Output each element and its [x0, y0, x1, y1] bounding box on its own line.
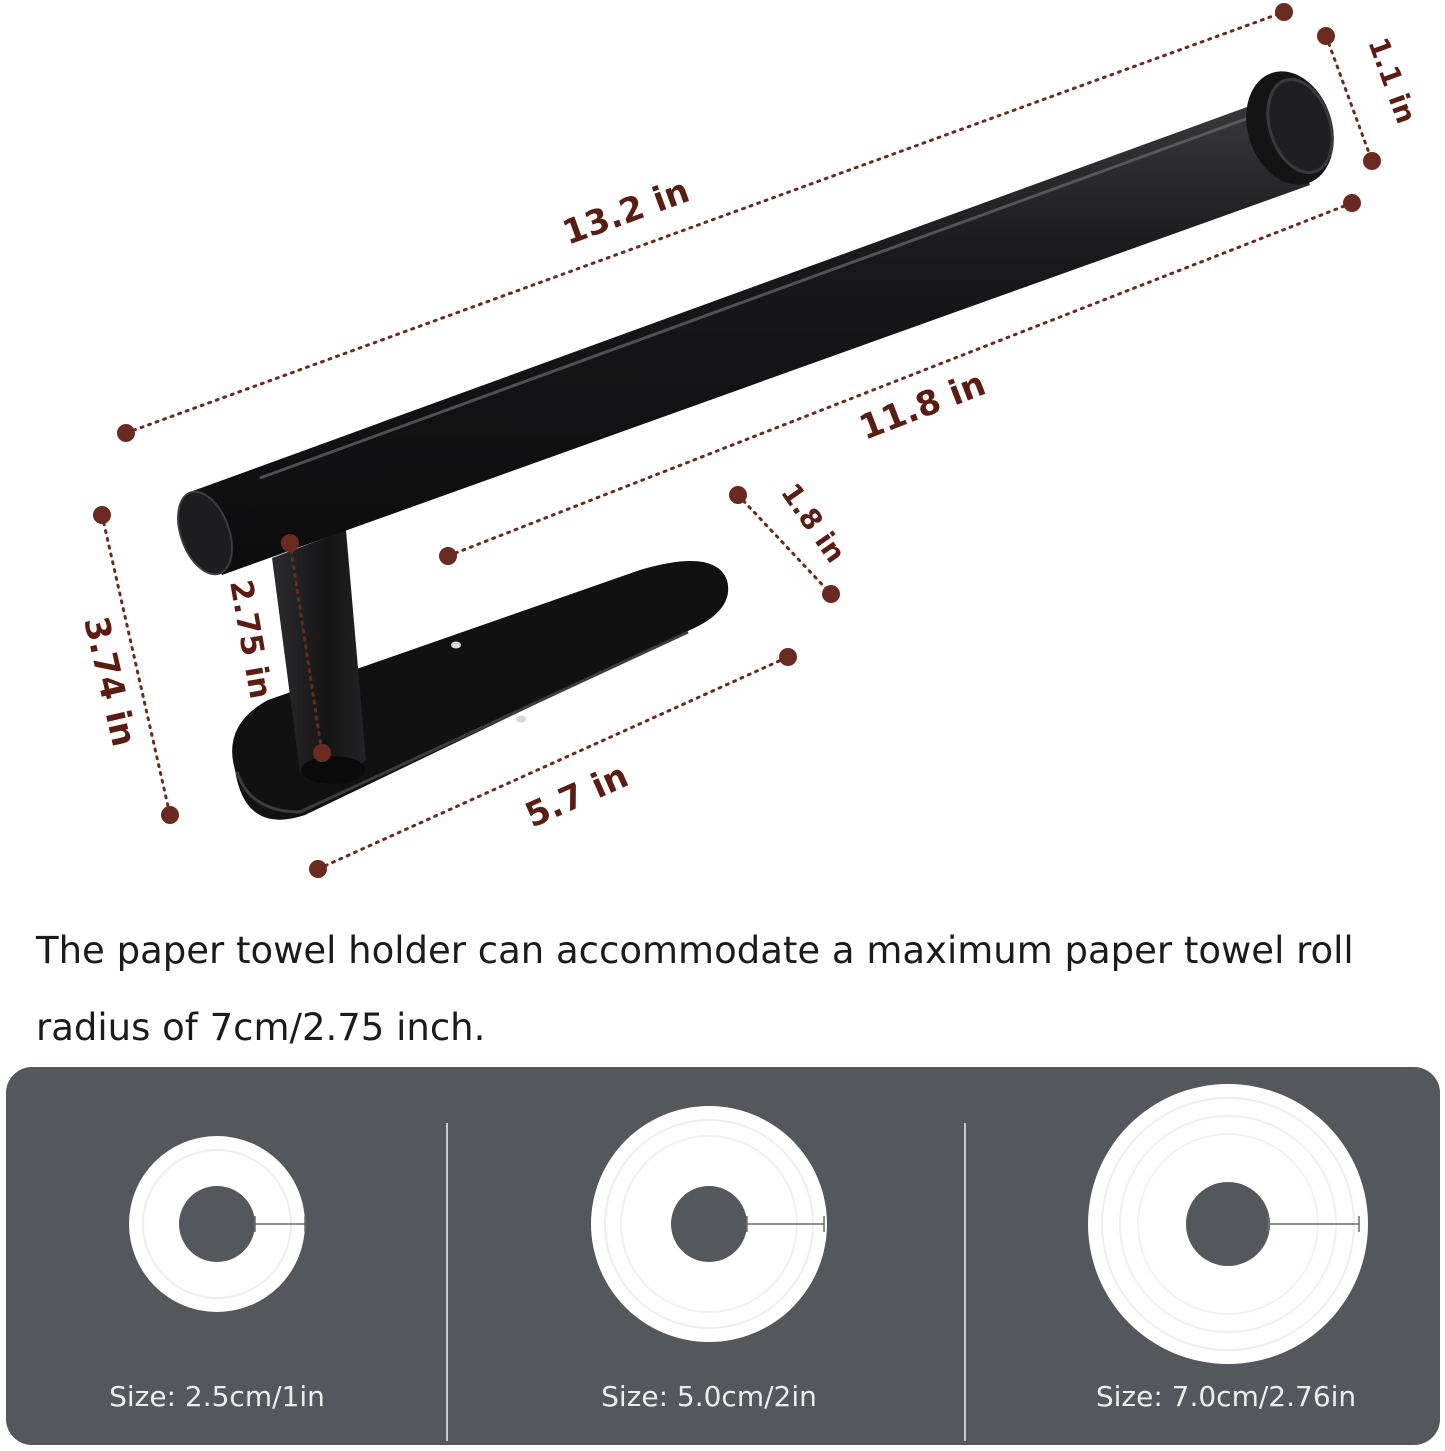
dim-dot — [161, 806, 179, 824]
dim-dot — [729, 486, 747, 504]
towel-rod — [177, 95, 1310, 576]
dim-dot — [313, 744, 331, 762]
roll-size-label: Size: 7.0cm/2.76in — [1095, 1380, 1357, 1413]
label-base-width: 1.8 in — [774, 477, 852, 569]
dim-dot — [1363, 152, 1381, 170]
dim-dot — [117, 424, 135, 442]
label-overall-length: 13.2 in — [557, 171, 694, 254]
dim-line-base-length — [316, 655, 790, 871]
screw-hole-icon — [516, 715, 526, 723]
caption-line: The paper towel holder can accommodate a… — [36, 929, 1354, 972]
dim-dot — [309, 860, 327, 878]
caption-line: radius of 7cm/2.75 inch. — [36, 1006, 486, 1049]
roll-size-panel: Size: 2.5cm/1in Size: 5.0cm/2in Size: 7.… — [6, 1067, 1440, 1445]
dim-dot — [1275, 3, 1293, 21]
end-cap — [1246, 71, 1334, 185]
dim-line-overall-length — [124, 10, 1286, 435]
dim-line-post-height — [288, 541, 324, 755]
roll-size-label: Size: 5.0cm/2in — [601, 1380, 817, 1413]
support-post — [272, 530, 366, 784]
label-base-length: 5.7 in — [519, 756, 634, 836]
label-end-diameter: 1.1 in — [1361, 33, 1422, 128]
dim-dot — [281, 534, 299, 552]
dim-line-end-diameter — [1324, 34, 1374, 163]
roll-small-icon — [129, 1136, 306, 1312]
roll-size-label: Size: 2.5cm/1in — [109, 1380, 325, 1413]
roll-illustrations — [129, 1084, 1368, 1364]
label-post-height: 2.75 in — [222, 577, 278, 701]
divider — [446, 1123, 448, 1441]
roll-large-icon — [1088, 1084, 1368, 1364]
capacity-caption: The paper towel holder can accommodate a… — [36, 912, 1426, 1066]
dim-dot — [1317, 27, 1335, 45]
dim-dot — [1343, 194, 1361, 212]
dim-line-overall-height — [100, 513, 172, 817]
dim-dot — [779, 648, 797, 666]
divider — [964, 1123, 966, 1441]
dim-dot — [439, 547, 457, 565]
roll-medium-icon — [591, 1106, 827, 1342]
screw-hole-icon — [451, 641, 461, 649]
dim-dot — [93, 506, 111, 524]
dim-line-base-width — [736, 493, 833, 596]
label-overall-height: 3.74 in — [75, 613, 144, 750]
dim-line-rod-length — [446, 201, 1354, 558]
label-rod-length: 11.8 in — [854, 364, 991, 449]
product-diagram: 13.2 in 11.8 in 1.1 in 1.8 in 3.74 in 2.… — [75, 3, 1423, 878]
dim-dot — [822, 585, 840, 603]
